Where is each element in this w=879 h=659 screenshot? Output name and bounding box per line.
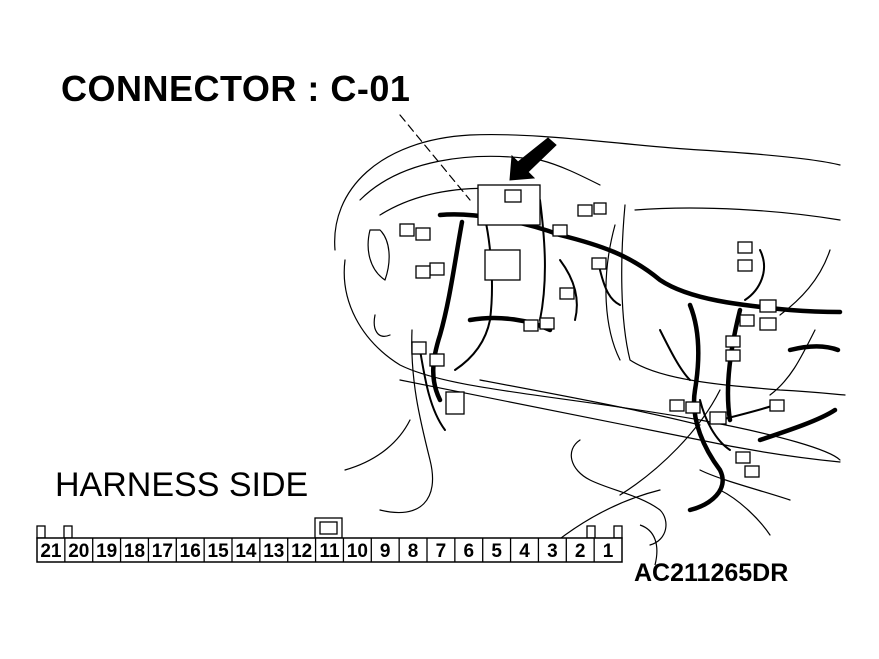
location-arrow xyxy=(509,137,557,181)
pin-number-7: 7 xyxy=(436,541,447,562)
pin-number-18: 18 xyxy=(124,541,145,562)
pin-number-4: 4 xyxy=(519,541,530,562)
pin-number-14: 14 xyxy=(235,541,257,562)
pin-number-12: 12 xyxy=(291,541,312,562)
harness-side-label: HARNESS SIDE xyxy=(55,466,309,504)
pin-number-10: 10 xyxy=(347,541,368,562)
pin-number-2: 2 xyxy=(575,541,586,562)
pin-number-1: 1 xyxy=(603,541,614,562)
pin-number-16: 16 xyxy=(180,541,201,562)
pin-number-13: 13 xyxy=(263,541,284,562)
pin-number-15: 15 xyxy=(208,541,230,562)
pin-number-17: 17 xyxy=(152,541,173,562)
pin-number-11: 11 xyxy=(319,541,340,562)
pin-number-20: 20 xyxy=(68,541,89,562)
pin-number-6: 6 xyxy=(463,541,474,562)
pin-number-8: 8 xyxy=(408,541,419,562)
connector-title: CONNECTOR : C-01 xyxy=(61,68,411,109)
pin-number-21: 21 xyxy=(40,541,62,562)
pin-number-3: 3 xyxy=(547,541,558,562)
pin-number-5: 5 xyxy=(491,541,502,562)
figure-code: AC211265DR xyxy=(634,559,789,587)
pin-number-19: 19 xyxy=(96,541,117,562)
pin-number-9: 9 xyxy=(380,541,391,562)
